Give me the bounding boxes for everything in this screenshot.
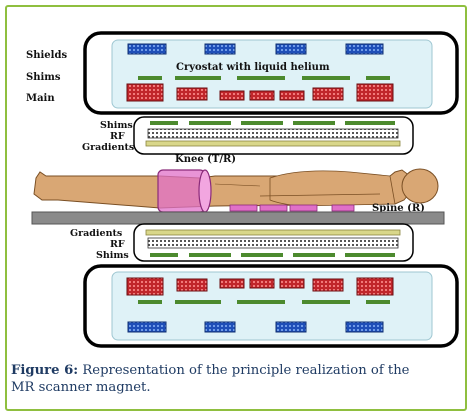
main-coil: [219, 278, 245, 289]
main-coil: [249, 278, 275, 289]
lower-gradients-label: Gradients: [70, 228, 122, 239]
shim-bar: [175, 76, 221, 80]
shim-bar: [138, 76, 162, 80]
main-coil: [279, 278, 305, 289]
upper-shims-label: Shims: [100, 120, 133, 131]
shield-block: [204, 321, 236, 333]
lower-shim-bar: [293, 253, 335, 257]
knee-coil-label: Knee (T/R): [175, 154, 236, 165]
shim-bar: [366, 300, 390, 304]
spine-coil-row: [229, 204, 355, 212]
shims-label: Shims: [26, 72, 61, 83]
shim-bar: [237, 300, 285, 304]
lower-shim-bar: [345, 253, 395, 257]
main-coil: [312, 278, 344, 292]
lower-rf-coil: [147, 237, 399, 249]
shim-bar: [302, 300, 350, 304]
shim-bar: [138, 300, 162, 304]
main-coil: [312, 87, 344, 101]
lower-rf-label: RF: [110, 239, 125, 250]
top-shields-row: [127, 43, 384, 55]
shield-block: [345, 321, 384, 333]
figure-caption: Figure 6: Representation of the principl…: [11, 362, 461, 396]
spine-coil-label: Spine (R): [372, 203, 425, 214]
shield-block: [127, 43, 167, 55]
spine-coil: [259, 204, 288, 212]
upper-gradients-label: Gradients: [82, 142, 134, 153]
bottom-shields-row: [127, 321, 384, 333]
lower-coil-stack: [133, 223, 414, 262]
upper-shim-bar: [345, 121, 395, 125]
bottom-shims-row: [138, 300, 390, 304]
upper-shim-bar: [293, 121, 335, 125]
main-coil: [176, 87, 208, 101]
main-coil: [356, 277, 394, 296]
lower-shim-bar: [189, 253, 231, 257]
main-coil: [279, 90, 305, 101]
main-coil: [126, 83, 164, 102]
caption-text-line1: Representation of the principle realizat…: [78, 363, 410, 378]
shields-label: Shields: [26, 50, 67, 61]
spine-coil: [229, 204, 258, 212]
upper-shim-bar: [150, 121, 178, 125]
upper-gradient-coil: [145, 140, 401, 147]
spine-coil: [331, 204, 355, 212]
upper-coil-stack: [133, 116, 414, 155]
main-coil: [356, 83, 394, 102]
main-coil: [126, 277, 164, 296]
bottom-main-coils-row: [126, 277, 394, 296]
caption-label: Figure 6:: [11, 363, 79, 378]
lower-shims-label: Shims: [96, 250, 129, 261]
main-coil: [176, 278, 208, 292]
spine-coil: [289, 204, 318, 212]
lower-shim-bar: [241, 253, 283, 257]
patient-table: [31, 211, 445, 225]
main-label: Main: [26, 93, 55, 104]
top-shims-row: [138, 76, 390, 80]
main-coil: [219, 90, 245, 101]
shim-bar: [175, 300, 221, 304]
main-coil: [249, 90, 275, 101]
shield-block: [204, 43, 236, 55]
lower-shim-bar: [150, 253, 178, 257]
shield-block: [345, 43, 384, 55]
cryostat-label: Cryostat with liquid helium: [176, 62, 330, 73]
upper-rf-coil: [147, 128, 399, 139]
knee-coil: [157, 169, 212, 213]
shield-block: [127, 321, 167, 333]
caption-text-line2: MR scanner magnet.: [11, 380, 151, 395]
upper-rf-label: RF: [110, 131, 125, 142]
lower-gradient-coil: [145, 229, 401, 236]
mr-scanner-diagram: Cryostat with liquid helium Shields Shim…: [26, 31, 459, 348]
shim-bar: [366, 76, 390, 80]
shim-bar: [237, 76, 285, 80]
shield-block: [275, 321, 307, 333]
top-main-coils-row: [126, 83, 394, 102]
shield-block: [275, 43, 307, 55]
shim-bar: [302, 76, 350, 80]
patient-body: [33, 168, 439, 209]
upper-shim-bar: [241, 121, 283, 125]
upper-shim-bar: [189, 121, 231, 125]
